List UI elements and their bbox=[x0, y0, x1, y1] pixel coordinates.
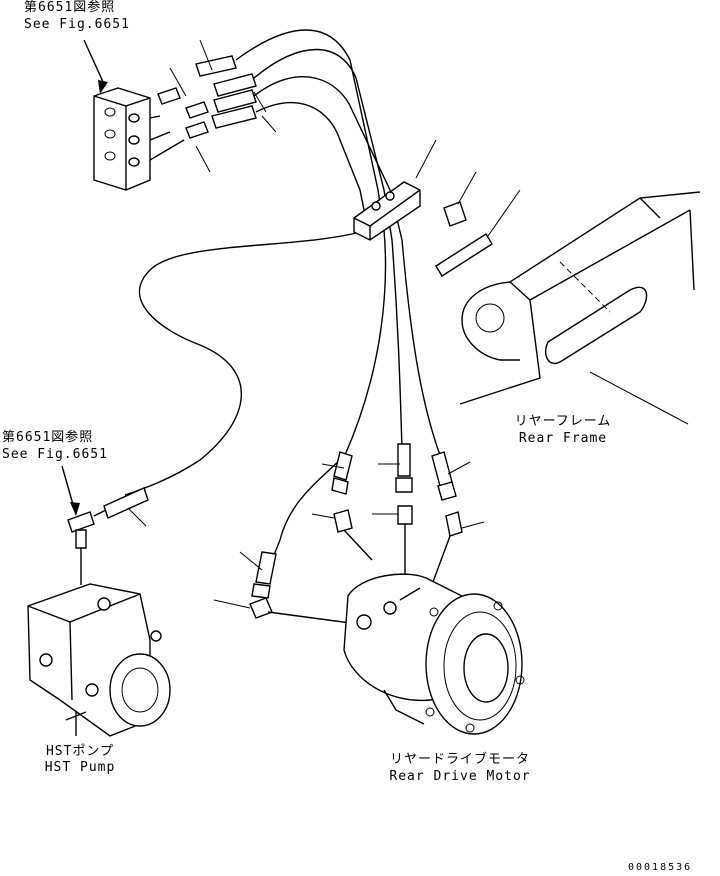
motor-fittings bbox=[213, 505, 485, 625]
hst-pump bbox=[27, 583, 171, 737]
rear-drive-motor bbox=[343, 573, 525, 735]
hst-pump-label-jp: HSTポンプ bbox=[45, 744, 115, 759]
hydraulic-hoses bbox=[124, 29, 441, 561]
control-valve-block bbox=[93, 87, 151, 191]
hose-clamp bbox=[353, 139, 521, 277]
rear-frame bbox=[459, 191, 701, 425]
rear-frame-label-en: Rear Frame bbox=[518, 431, 608, 446]
valve-fittings bbox=[149, 39, 277, 173]
pump-reference-arrow bbox=[61, 465, 75, 509]
valve-reference-label-en: See Fig.6651 bbox=[24, 17, 130, 32]
pump-reference-label-en: See Fig.6651 bbox=[2, 447, 108, 462]
pump-tee-fitting bbox=[67, 487, 149, 585]
rear-frame-label-jp: リヤーフレーム bbox=[514, 414, 612, 429]
rear-drive-motor-label-jp: リヤードライブモータ bbox=[389, 752, 530, 767]
valve-reference-label-jp: 第6651図参照 bbox=[24, 0, 116, 15]
motor-hose-ends bbox=[239, 443, 471, 599]
drawing-number: 00018536 bbox=[628, 862, 693, 873]
pump-reference-label-jp: 第6651図参照 bbox=[2, 430, 94, 445]
valve-reference-arrow bbox=[83, 39, 105, 85]
hst-pump-label-en: HST Pump bbox=[44, 760, 116, 775]
rear-drive-motor-label-en: Rear Drive Motor bbox=[389, 769, 531, 784]
